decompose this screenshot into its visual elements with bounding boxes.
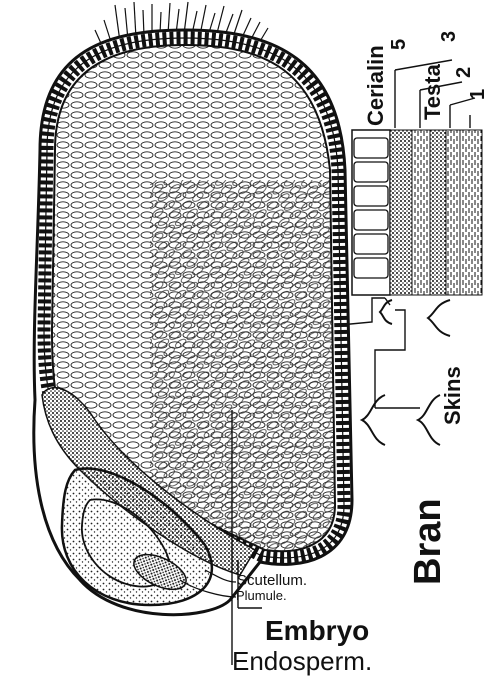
brace-cerialin bbox=[380, 300, 392, 324]
label-skins: Skins bbox=[440, 366, 465, 425]
label-scutellum: Scutellum. bbox=[237, 572, 307, 589]
label-plumule: Plumule. bbox=[236, 588, 287, 603]
label-testa: Testa bbox=[420, 63, 445, 120]
label-layer-5: 5 bbox=[388, 39, 410, 50]
label-embryo: Embryo bbox=[265, 615, 369, 646]
label-cerialin: Cerialin bbox=[363, 45, 388, 126]
bran-layers-detail bbox=[352, 130, 482, 295]
label-bran: Bran bbox=[407, 498, 449, 585]
brace-skins bbox=[418, 395, 440, 445]
brace-testa bbox=[428, 300, 450, 336]
label-layer-2: 2 bbox=[453, 67, 475, 78]
label-layer-1: 1 bbox=[467, 89, 489, 100]
label-endosperm: Endosperm. bbox=[232, 646, 372, 676]
label-layer-3: 3 bbox=[438, 31, 460, 42]
brace-bran bbox=[362, 395, 385, 445]
